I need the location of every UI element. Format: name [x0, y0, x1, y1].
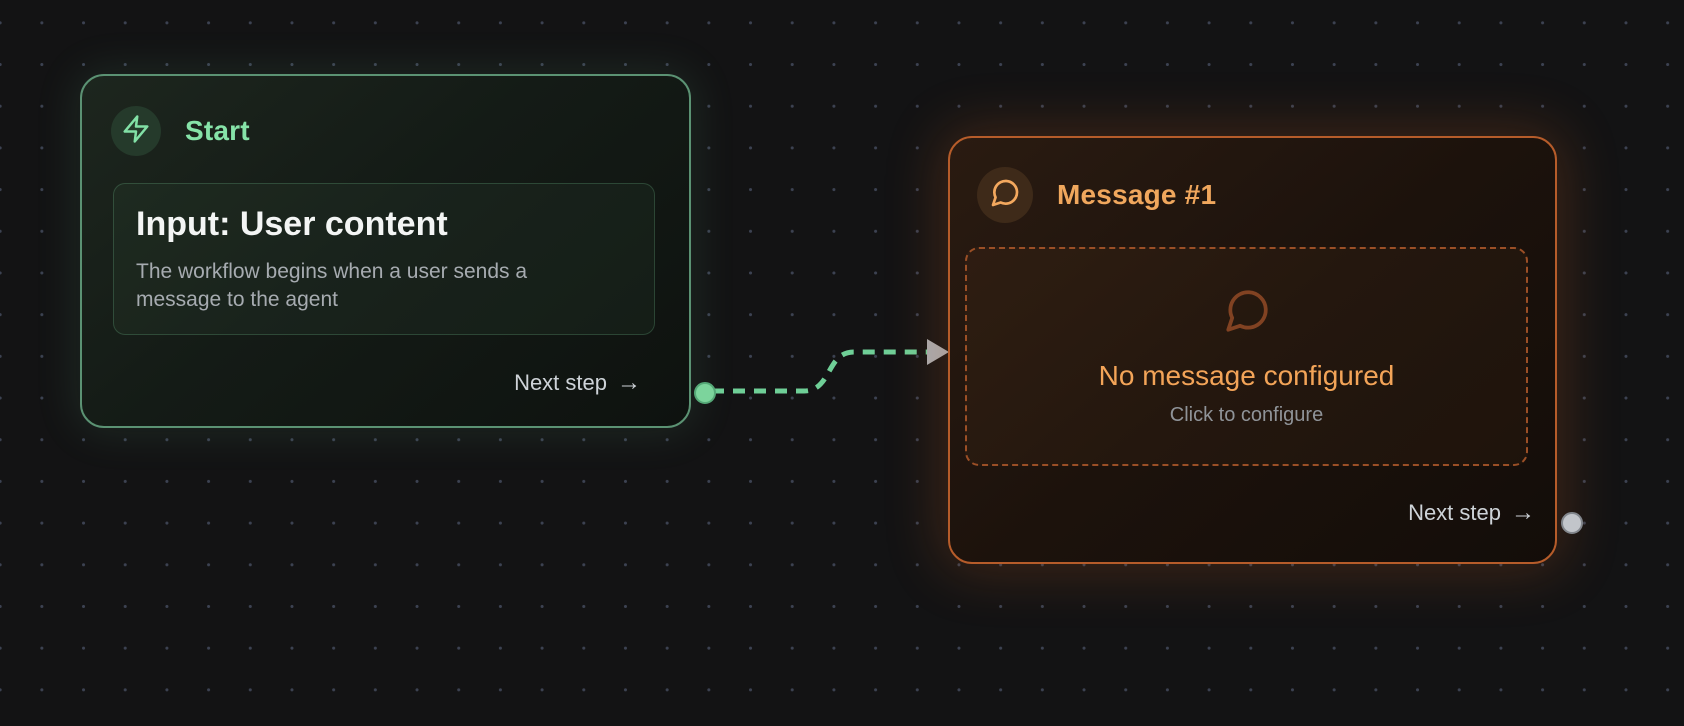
lightning-icon	[121, 114, 151, 149]
message-node-title: Message #1	[1057, 179, 1217, 210]
next-step-label: Next step	[1408, 500, 1501, 525]
chat-bubble-icon	[1222, 286, 1272, 341]
start-next-step-button[interactable]: Next step →	[514, 370, 641, 396]
start-node-title: Start	[185, 115, 250, 146]
connection-dashed-line	[712, 349, 927, 394]
start-node-header: Start	[111, 106, 250, 156]
input-card[interactable]: Input: User content The workflow begins …	[113, 183, 655, 335]
node-message-1[interactable]: Message #1 No message configured Click t…	[948, 136, 1583, 564]
message-output-port[interactable]	[1561, 512, 1583, 534]
placeholder-subtitle: Click to configure	[1169, 403, 1324, 426]
message-node-header: Message #1	[977, 167, 1216, 223]
chat-bubble-icon	[989, 177, 1021, 214]
arrow-right-icon: →	[1511, 499, 1535, 526]
arrow-right-icon: →	[617, 369, 641, 396]
edge-arrowhead-icon	[927, 339, 949, 365]
node-start[interactable]: Start Input: User content The workflow b…	[80, 74, 716, 428]
start-output-port[interactable]	[694, 382, 716, 404]
input-card-title: Input: User content	[136, 205, 448, 243]
message-badge	[977, 167, 1033, 223]
message-configure-dropzone[interactable]: No message configured Click to configure	[965, 247, 1528, 466]
next-step-label: Next step	[514, 370, 607, 395]
placeholder-title: No message configured	[1098, 359, 1395, 391]
message-next-step-button[interactable]: Next step →	[1408, 500, 1535, 526]
input-card-description: The workflow begins when a user sends a …	[136, 260, 528, 311]
start-badge	[111, 106, 161, 156]
